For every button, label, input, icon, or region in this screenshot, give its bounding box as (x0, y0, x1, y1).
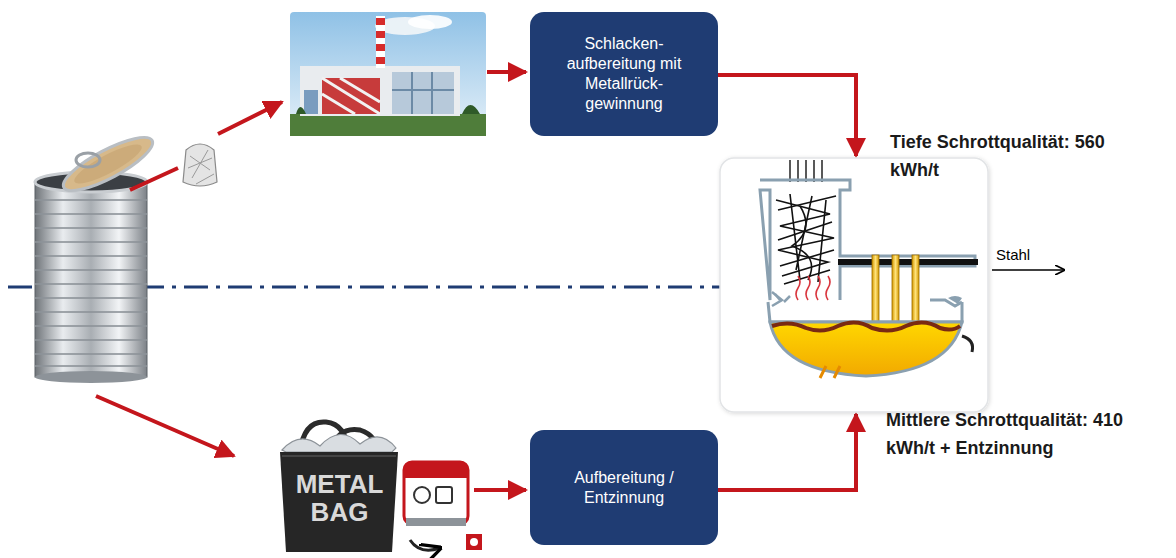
metal-bag (280, 422, 398, 552)
output-label: Stahl (996, 246, 1056, 264)
box-text: Aufbereitung / Entzinnung (549, 468, 699, 508)
tin-can (35, 128, 159, 383)
collection-bin (404, 462, 482, 550)
bag-print: METAL BAG (292, 470, 387, 526)
quality-label: Mittlere Schrottqualität: 410 kWh/t + En… (886, 406, 1170, 462)
box-text: Schlacken- aufbereitung mit Metallrück- … (549, 34, 699, 114)
process-box: Aufbereitung / Entzinnung (530, 430, 718, 545)
waste-bag (183, 144, 217, 186)
electric-arc-furnace (720, 158, 1064, 412)
quality-label: Tiefe Schrottqualität: 560 kWh/t (890, 128, 1105, 184)
incineration-plant (290, 12, 486, 136)
process-box: Schlacken- aufbereitung mit Metallrück- … (530, 12, 718, 136)
